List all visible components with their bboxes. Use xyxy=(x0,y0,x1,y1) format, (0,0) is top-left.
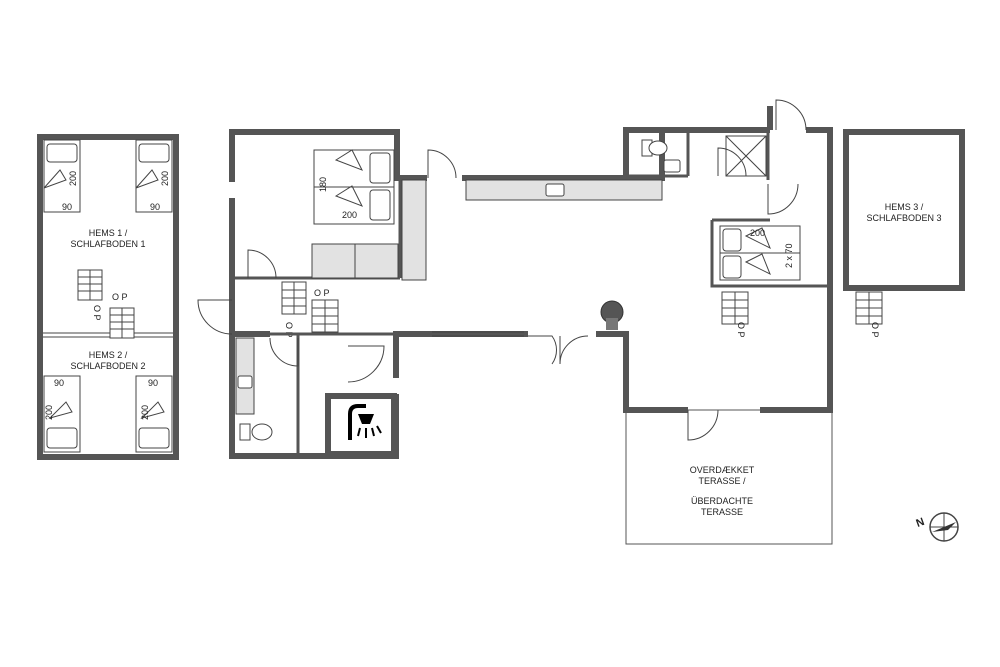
bed-length-label: 200 xyxy=(68,171,78,186)
door xyxy=(197,299,233,335)
bed-width-label: 90 xyxy=(150,202,160,212)
wall-south-east xyxy=(596,331,688,413)
ladder: O P xyxy=(311,288,339,333)
ladder-label: O P xyxy=(870,322,880,338)
room-label: HEMS 1 / xyxy=(89,228,128,238)
ladder: O P xyxy=(77,269,103,321)
room-label: TERASSE / xyxy=(698,476,746,486)
wall-south-inner xyxy=(393,331,528,378)
bed-hems2-right: 90 200 xyxy=(135,375,173,453)
room-label: SCHLAFBODEN 2 xyxy=(70,361,145,371)
sink-icon xyxy=(545,183,565,197)
bed-width-label: 90 xyxy=(148,378,158,388)
door xyxy=(528,335,558,365)
door xyxy=(347,345,385,383)
bed-length-label: 200 xyxy=(342,210,357,220)
door xyxy=(687,409,719,441)
door xyxy=(559,335,589,365)
door xyxy=(427,149,457,179)
loft-1-2: 90 200 90 200 HEMS 1 / SCHLAFBODEN 1 O P xyxy=(37,134,179,460)
door xyxy=(247,249,277,279)
bunk-bed: 200 2 x 70 xyxy=(719,225,801,281)
wall-north-west xyxy=(229,129,427,182)
wall-north xyxy=(462,127,665,181)
shower-tray xyxy=(725,135,767,177)
compass-icon: N xyxy=(915,512,959,542)
door xyxy=(767,183,799,215)
ladder: O P xyxy=(109,292,135,339)
bed-length-label: 200 xyxy=(44,405,54,420)
room-label: HEMS 3 / xyxy=(885,202,924,212)
ladder: O P xyxy=(281,281,307,338)
loft-3: HEMS 3 / SCHLAFBODEN 3 O P xyxy=(843,129,965,338)
bed-hems1-left: 90 200 xyxy=(43,139,81,213)
room-label: HEMS 2 / xyxy=(89,350,128,360)
main-house: 180 200 O P O P xyxy=(197,99,833,459)
ladder-label: O P xyxy=(112,292,128,302)
bed-hems1-right: 90 200 xyxy=(135,139,173,213)
toilet-icon xyxy=(648,140,668,156)
sink-icon xyxy=(237,375,253,389)
ladder-label: O P xyxy=(284,322,294,338)
bed-length-label: 200 xyxy=(140,405,150,420)
toilet-icon xyxy=(251,423,273,441)
ladder: O P xyxy=(721,291,749,338)
room-label: SCHLAFBODEN 1 xyxy=(70,239,145,249)
shower-room xyxy=(325,393,397,457)
door xyxy=(717,147,747,177)
bed-width-label: 90 xyxy=(54,378,64,388)
loft-1-2-walls xyxy=(37,134,179,460)
loft-3-walls xyxy=(843,129,965,291)
bed-width-label: 90 xyxy=(62,202,72,212)
ladder-label: O P xyxy=(314,288,330,298)
compass-north-label: N xyxy=(915,516,927,530)
terrace-outline xyxy=(625,409,833,545)
bed-hems2-left: 90 200 xyxy=(43,375,81,453)
shower-icon xyxy=(348,404,382,440)
room-label: ÜBERDACHTE xyxy=(691,496,753,506)
ladder-label: O P xyxy=(92,305,102,321)
double-bed: 180 200 xyxy=(313,149,395,225)
door xyxy=(269,337,299,367)
door xyxy=(775,99,807,131)
bed-width-label: 180 xyxy=(318,177,328,192)
bed-width-label: 2 x 70 xyxy=(784,243,794,268)
covered-terrace: OVERDÆKKET TERASSE / ÜBERDACHTE TERASSE xyxy=(625,409,833,545)
room-label: SCHLAFBODEN 3 xyxy=(866,213,941,223)
sink-icon xyxy=(663,159,681,173)
bed-length-label: 200 xyxy=(160,171,170,186)
room-label: OVERDÆKKET xyxy=(690,465,755,475)
ladder-label: O P xyxy=(736,322,746,338)
bed-length-label: 200 xyxy=(750,228,765,238)
room-label: TERASSE xyxy=(701,507,743,517)
ladder: O P xyxy=(855,291,883,338)
